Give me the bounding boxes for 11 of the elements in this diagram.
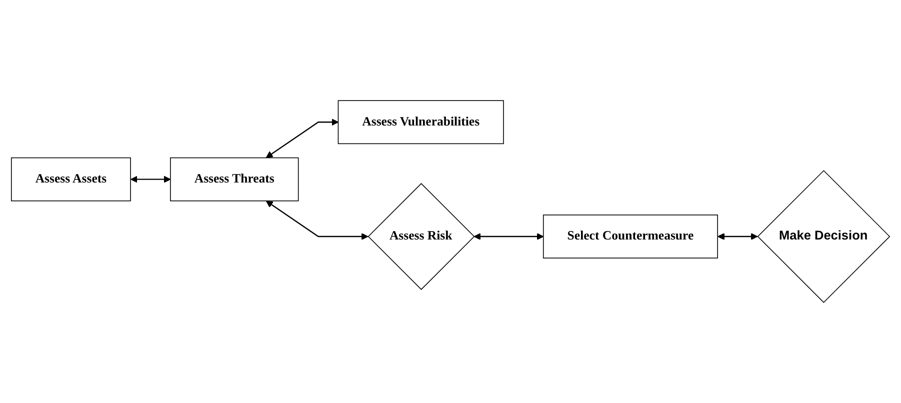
arrow xyxy=(266,118,339,158)
node-box: Assess Assets xyxy=(10,157,131,202)
arrow xyxy=(266,200,368,240)
arrow xyxy=(474,233,544,240)
node-diamond: Assess Risk xyxy=(368,183,475,290)
arrow xyxy=(130,176,171,183)
node-box: Select Countermeasure xyxy=(542,214,718,258)
node-diamond: Make Decision xyxy=(757,170,890,303)
node-box: Assess Threats xyxy=(170,157,299,202)
arrow xyxy=(718,233,758,240)
node-box: Assess Vulnerabilities xyxy=(338,100,504,144)
